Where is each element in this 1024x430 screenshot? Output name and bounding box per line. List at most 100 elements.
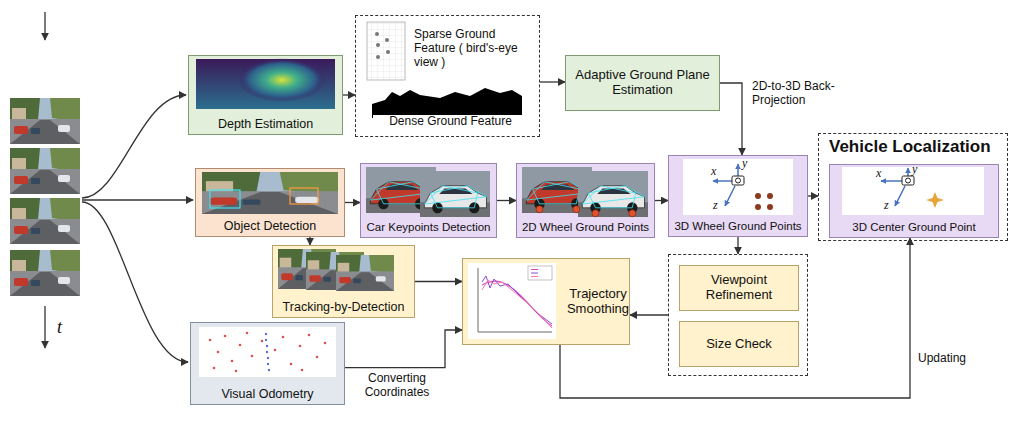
flow-arrow [630, 314, 668, 315]
sparse-ground-grid [367, 22, 405, 80]
axis-label: y [912, 163, 917, 175]
edge-label-holder: 2D-to-3D Back-Projection [752, 80, 844, 108]
detection-image [210, 190, 240, 208]
tracking-frames [336, 255, 394, 291]
odometry-points [217, 351, 220, 354]
odometry-points [209, 339, 212, 342]
input-arrows [82, 199, 193, 200]
odometry-points [265, 333, 267, 335]
edge-label: Updating [918, 352, 988, 366]
edge-label-holder: Updating [918, 352, 988, 366]
odometry-points [324, 342, 327, 345]
tracking-frames [278, 249, 394, 291]
box-sublabel: Dense Ground Feature [373, 115, 528, 129]
sparse-ground-grid [386, 50, 390, 54]
time-axis-label: t [57, 318, 62, 336]
depth-chart [478, 268, 552, 332]
odometry-points [266, 351, 268, 353]
box-label: Sparse Ground Feature ( bird's-eye view … [414, 28, 538, 69]
sparse-ground-grid [376, 55, 380, 59]
box-label: Visual Odometry [193, 387, 342, 401]
flow-arrow [655, 200, 668, 201]
flow-arrow [309, 237, 310, 245]
box-label: Object Detection [198, 219, 342, 233]
odometry-points [301, 369, 304, 372]
label-holder: y [912, 163, 917, 175]
process-box: Tracking-by-Detection [272, 245, 415, 318]
label-holder: z [884, 199, 889, 211]
odometry-points [239, 344, 242, 347]
edge-label: 2D-to-3D Back-Projection [752, 80, 844, 108]
box-label: 2D Wheel Ground Points [519, 221, 652, 234]
wheel-point-cars [536, 206, 543, 213]
wheel-point-cars [522, 167, 648, 217]
process-box: Object Detection [195, 168, 345, 237]
flow-arrow [497, 200, 516, 201]
input-frames [44, 306, 45, 348]
odometry-points [261, 340, 264, 343]
process-box: Depth Estimation [188, 55, 343, 135]
wheel-3d-panel [725, 186, 735, 206]
depth-chart [528, 266, 552, 280]
center-3d-panel [907, 168, 909, 176]
process-box: Trajectory Smoothing [462, 258, 630, 345]
group-box: Vehicle Localization 3D Center Ground Poi… [818, 133, 1008, 241]
process-box: Adaptive Ground Plane Estimation [565, 55, 720, 111]
keypoint-cars [366, 167, 490, 217]
odometry-points [316, 356, 319, 359]
depth-chart [482, 281, 552, 326]
label-holder: x [876, 167, 881, 179]
center-3d-panel [895, 186, 905, 206]
box-label: 3D Wheel Ground Points [671, 220, 805, 233]
flow-arrow [720, 83, 742, 155]
depth-map [196, 59, 335, 109]
keypoint-cars [366, 167, 436, 213]
flow-arrow [415, 281, 462, 282]
flow-arrow [343, 94, 355, 95]
odometry-points [213, 367, 216, 370]
dense-ground-mask [372, 88, 522, 118]
wheel-point-cars [578, 171, 648, 217]
axis-label: x [876, 167, 881, 179]
wheel-3d-panel [755, 193, 761, 199]
odometry-points [265, 333, 270, 371]
detection-image [202, 172, 338, 214]
flow-arrow [345, 202, 360, 203]
depth-chart [531, 276, 538, 277]
process-box: Visual Odometry [190, 322, 345, 405]
process-box: Size Check [679, 321, 799, 367]
box-label: Depth Estimation [191, 117, 340, 131]
label-holder: x [711, 165, 716, 177]
wheel-point-cars [522, 167, 592, 213]
odometry-points [274, 349, 277, 352]
box-label: Adaptive Ground Plane Estimation [570, 68, 715, 98]
box-label: Vehicle Localization [829, 137, 1005, 157]
wheel-3d-panel [683, 159, 793, 215]
process-box: Viewpoint Refinement [679, 265, 799, 311]
depth-chart [531, 269, 538, 270]
input-arrows [82, 202, 188, 362]
odometry-points [251, 355, 254, 358]
center-3d-panel [842, 167, 984, 215]
input-arrows [82, 95, 186, 198]
input-frames [10, 198, 80, 244]
odometry-points [231, 360, 234, 363]
box-label: Viewpoint Refinement [684, 273, 794, 303]
odometry-points [246, 332, 249, 335]
depth-chart [482, 280, 552, 328]
wheel-3d-panel [755, 204, 761, 210]
input-arrows [82, 95, 193, 362]
odometry-points [299, 345, 302, 348]
input-frames [10, 12, 80, 348]
odometry-points [265, 339, 267, 341]
center-3d-panel [906, 178, 911, 183]
sparse-ground-grid [376, 43, 380, 47]
odometry-points [199, 327, 336, 377]
sparse-ground-grid [375, 32, 379, 36]
wheel-3d-panel [767, 204, 773, 210]
box-label: 3D Center Ground Point [832, 221, 996, 234]
detection-image [202, 172, 338, 214]
wheel-point-cars [592, 210, 599, 217]
